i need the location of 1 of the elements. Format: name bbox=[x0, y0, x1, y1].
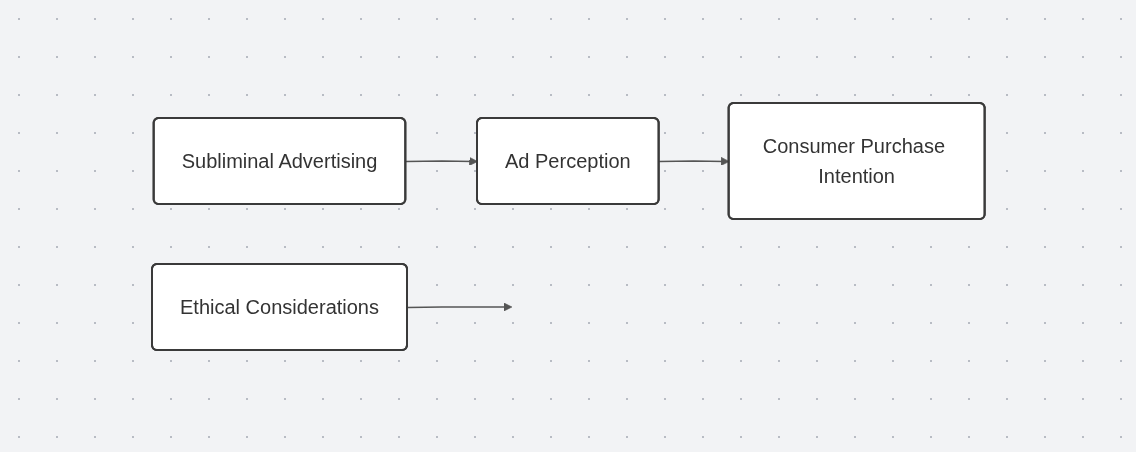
arrow bbox=[406, 302, 512, 311]
